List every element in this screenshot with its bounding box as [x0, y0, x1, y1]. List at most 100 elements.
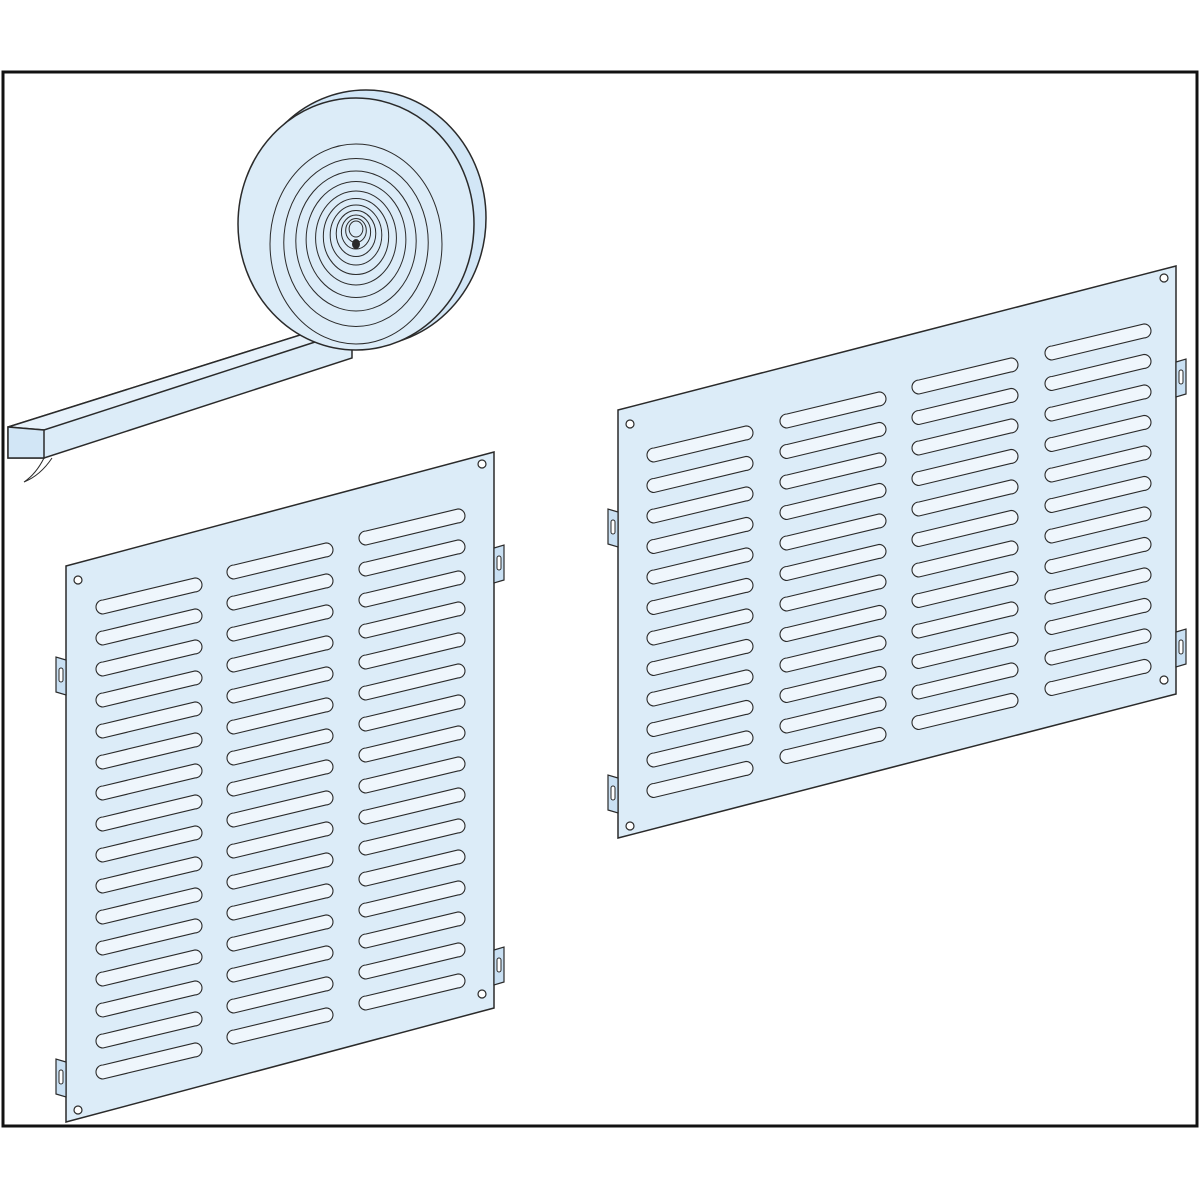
mounting-hole	[477, 989, 487, 999]
vent-slot	[779, 726, 887, 765]
vent-slot	[779, 452, 887, 490]
bracket-slot	[496, 555, 502, 571]
vent-slot	[646, 425, 754, 463]
mounting-hole	[73, 575, 83, 585]
vent-slot	[95, 887, 203, 925]
bracket-slot	[1178, 639, 1184, 655]
vent-slot	[911, 387, 1019, 426]
vent-slot	[779, 391, 887, 429]
bracket-slot	[610, 519, 616, 535]
vent-slot	[226, 976, 334, 1014]
vent-slot	[226, 945, 334, 983]
vent-slot	[779, 696, 887, 734]
vent-slot	[95, 639, 203, 677]
vent-slot	[95, 794, 203, 832]
vent-slot	[226, 573, 334, 611]
vent-slot	[358, 663, 466, 701]
mounting-hole	[1159, 675, 1169, 685]
vent-slot	[911, 662, 1019, 700]
mounting-hole	[625, 821, 635, 831]
vent-slot	[226, 883, 334, 921]
roll-rings	[237, 97, 475, 351]
vent-slot	[226, 852, 334, 890]
vent-slot	[646, 608, 754, 646]
vent-slot	[358, 694, 466, 732]
vent-slot	[1044, 323, 1152, 361]
vent-slot	[95, 701, 203, 739]
vent-slot	[1044, 567, 1152, 605]
vent-slot	[226, 790, 334, 828]
vent-slot	[1044, 414, 1152, 453]
vent-slot	[911, 570, 1019, 609]
vent-slot	[1044, 353, 1152, 392]
roll-ring	[322, 198, 390, 275]
vent-slot	[226, 542, 334, 580]
vent-slot	[226, 697, 334, 735]
vent-slot	[226, 1007, 334, 1045]
panel-plate	[617, 265, 1177, 839]
vent-slot	[358, 756, 466, 794]
roll-ring	[305, 181, 407, 298]
vent-slot	[358, 632, 466, 670]
vent-slot	[779, 665, 887, 704]
vent-slot	[358, 911, 466, 949]
vent-slot	[779, 513, 887, 551]
mounting-hole	[477, 459, 487, 469]
vent-slot	[95, 1011, 203, 1049]
vent-slot	[646, 455, 754, 494]
vent-slot	[95, 980, 203, 1018]
adhesive-foam-tape-roll	[7, 89, 487, 483]
vent-slot	[226, 666, 334, 704]
vent-slot	[646, 547, 754, 585]
louvered-panel-vertical	[55, 451, 505, 1123]
roll-ring	[329, 204, 383, 266]
vent-slot	[646, 760, 754, 799]
roll-ring	[283, 158, 429, 327]
vent-slot	[95, 918, 203, 956]
vent-slot	[646, 669, 754, 707]
vent-slot	[911, 479, 1019, 517]
tape-backing-peel	[23, 457, 53, 483]
vent-slot	[911, 448, 1019, 487]
bracket-slot	[610, 785, 616, 801]
vent-slot	[1044, 506, 1152, 544]
vent-slot	[779, 574, 887, 612]
louvered-panel-horizontal	[607, 265, 1187, 839]
vent-slot	[358, 818, 466, 856]
vent-slot	[911, 509, 1019, 548]
vent-slot	[95, 577, 203, 615]
vent-slot	[1044, 628, 1152, 666]
vent-slot	[95, 1042, 203, 1080]
vent-slot	[779, 543, 887, 582]
vent-slot	[358, 725, 466, 763]
vent-slot	[1044, 536, 1152, 575]
vent-slot	[779, 604, 887, 643]
vent-slot	[358, 973, 466, 1011]
vent-slot	[226, 604, 334, 642]
bracket-slot	[496, 957, 502, 973]
vent-slot	[911, 540, 1019, 578]
mounting-hole	[625, 419, 635, 429]
tape-strip-end	[7, 426, 45, 459]
vent-slot	[646, 486, 754, 524]
roll-ring	[295, 170, 417, 312]
vent-slot	[358, 539, 466, 577]
vent-slot	[226, 759, 334, 797]
vent-slot	[911, 692, 1019, 731]
vent-slot	[95, 608, 203, 646]
vent-slot	[95, 825, 203, 863]
vent-slot	[358, 880, 466, 918]
vent-slot	[95, 856, 203, 894]
vent-slot	[779, 482, 887, 521]
vent-slot	[1044, 658, 1152, 697]
vent-slot	[646, 730, 754, 768]
vent-slot	[911, 418, 1019, 456]
vent-slot	[95, 670, 203, 708]
bracket-slot	[58, 1069, 64, 1085]
vent-slot	[646, 638, 754, 677]
vent-slot	[95, 949, 203, 987]
roll-front-face	[237, 97, 475, 351]
vent-slot	[1044, 445, 1152, 483]
vent-slot	[1044, 597, 1152, 636]
